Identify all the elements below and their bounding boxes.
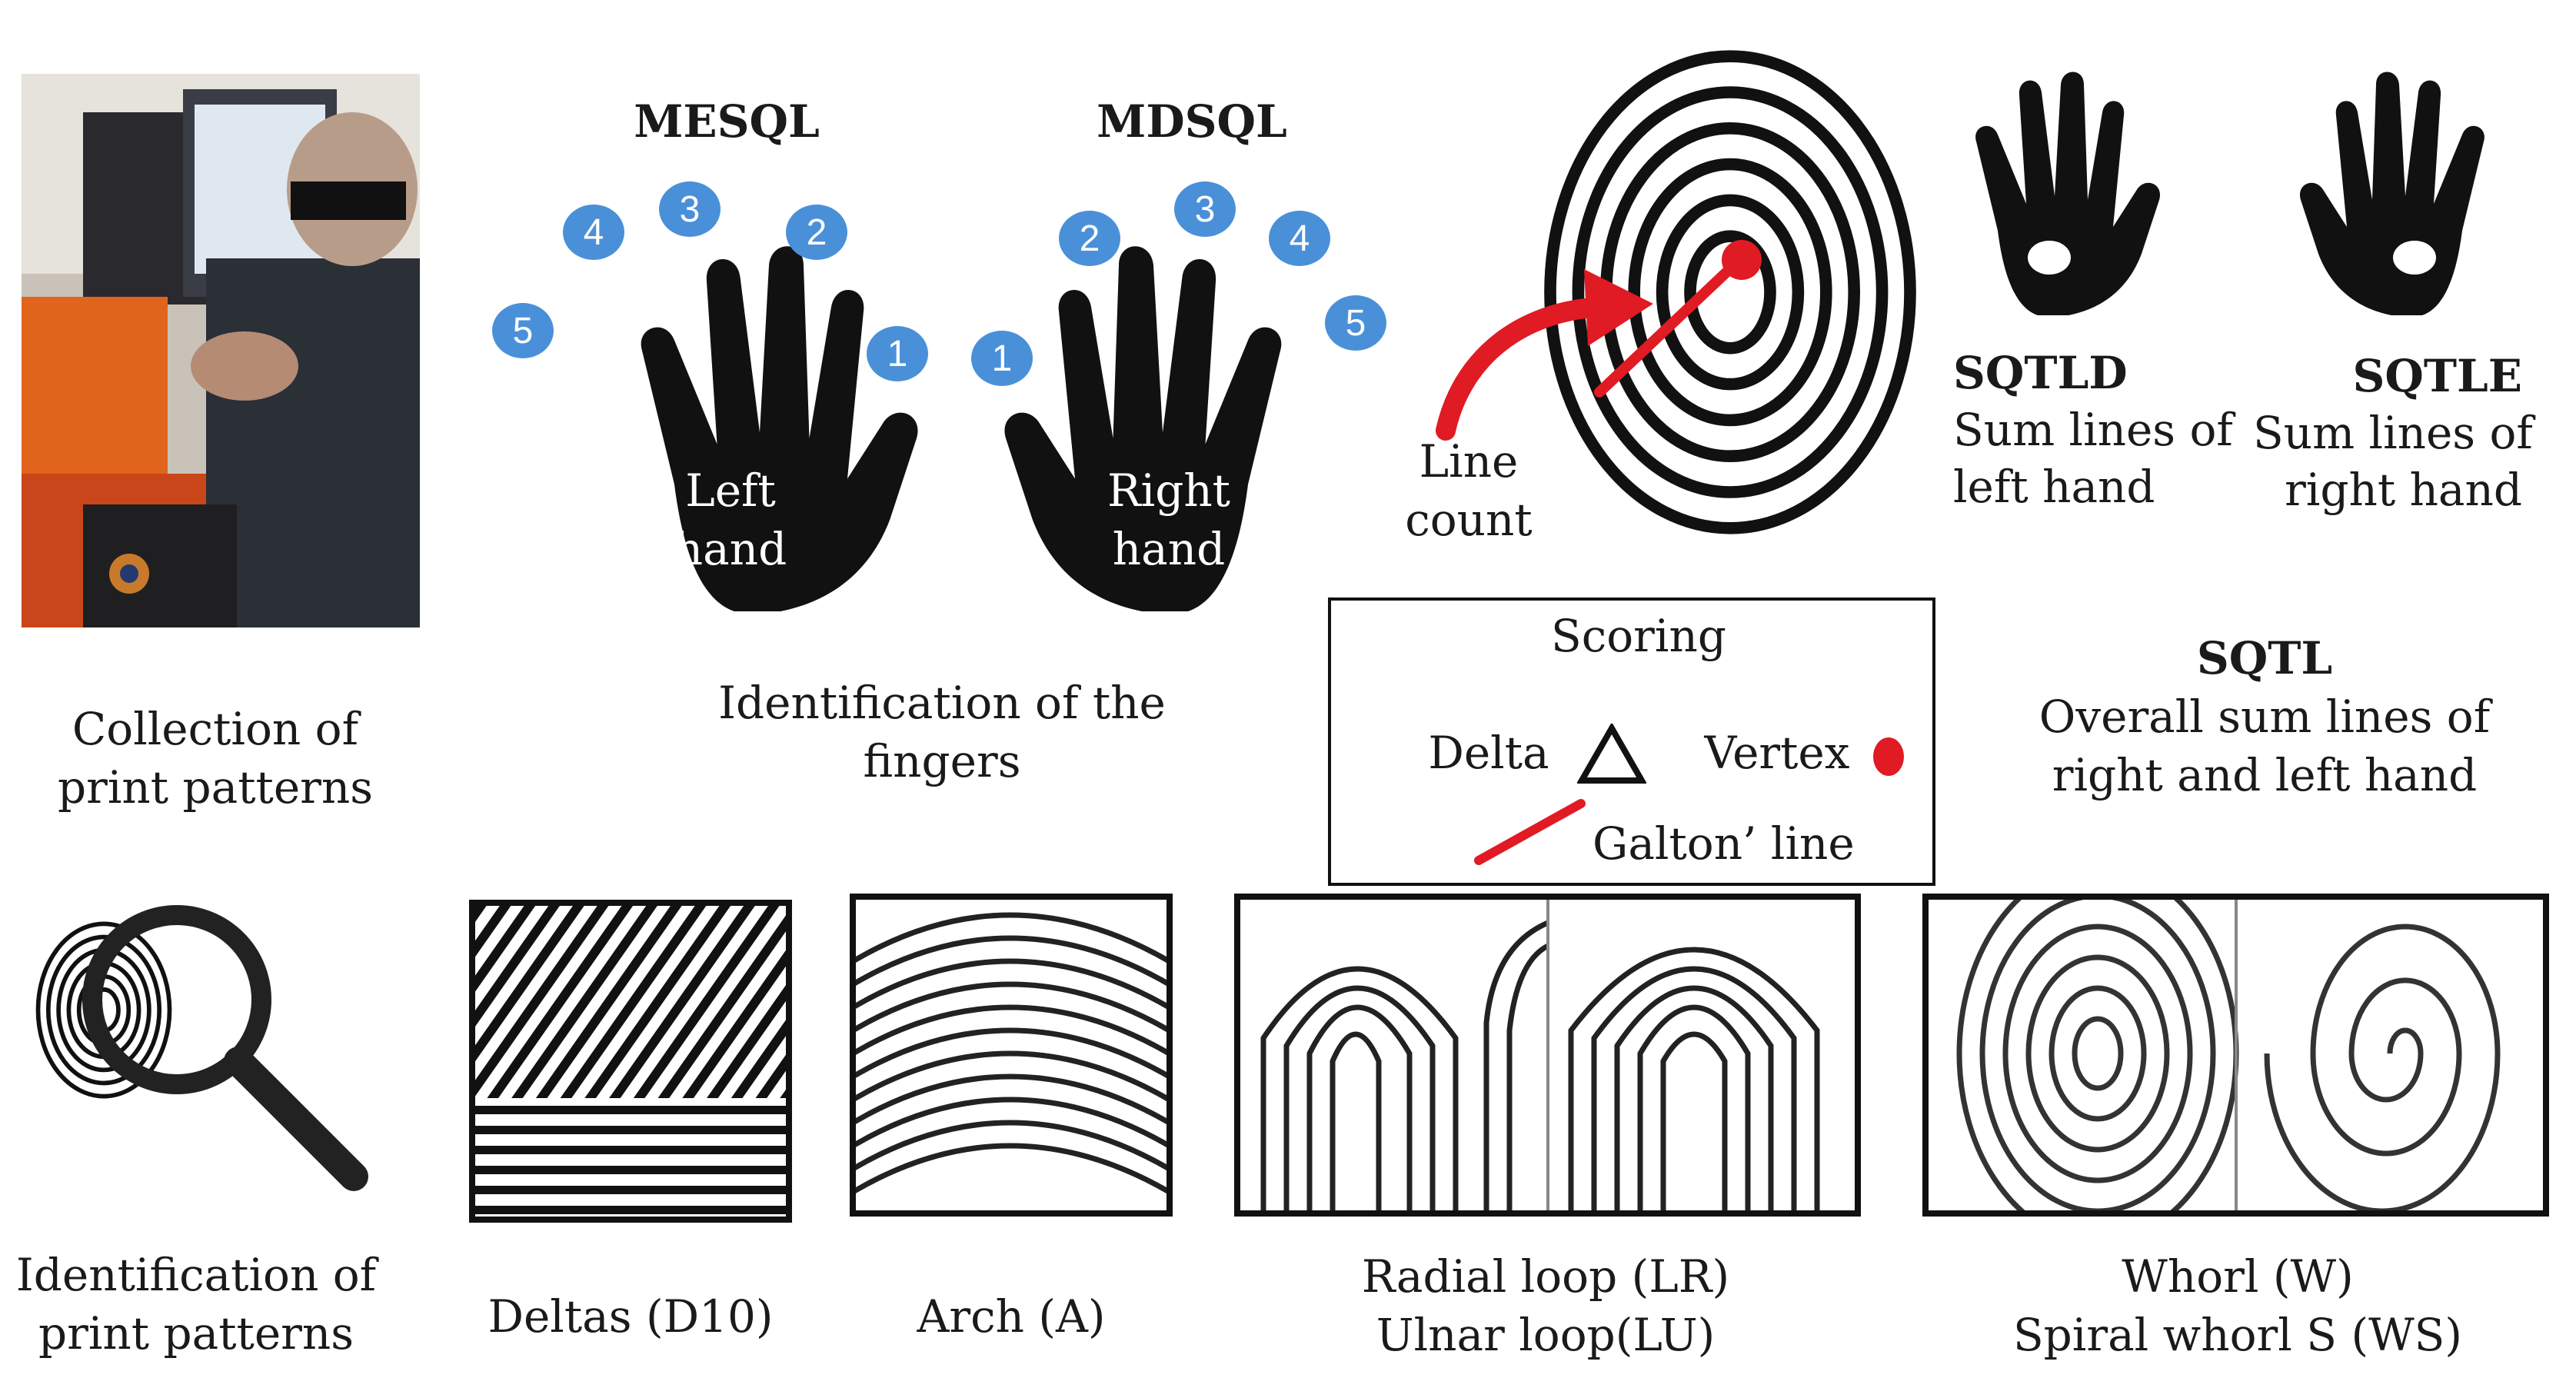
- finger-badge: [786, 205, 847, 260]
- galton-line-label: Galton’ line: [1593, 817, 1855, 870]
- vertex-label: Vertex: [1704, 727, 1850, 779]
- galton-line-legend-icon: [1474, 799, 1586, 865]
- sqtl-block: SQTL Overall sum lines of right and left…: [1999, 629, 2530, 804]
- finger-badge-number: 4: [584, 212, 604, 253]
- pattern-label-whorls: Whorl (W)Spiral whorl S (WS): [2012, 1250, 2463, 1361]
- whorl-pattern-image: [1922, 894, 2549, 1217]
- sqtld-desc-line: Sum lines of: [1953, 404, 2233, 456]
- vertex-dot: [1722, 240, 1762, 280]
- finger-badge: [1174, 181, 1236, 237]
- left-hand-code: MESQL: [634, 95, 820, 148]
- finger-badge: [1059, 211, 1120, 266]
- line-count-arrow-icon: [1436, 269, 1653, 441]
- finger-badge: [659, 181, 721, 237]
- finger-badge: [563, 205, 624, 260]
- pattern-label-arch: Arch (A): [917, 1290, 1106, 1343]
- sqtld-desc-line: left hand: [1953, 461, 2155, 513]
- finger-badge-number: 3: [680, 189, 701, 230]
- left-finger-badges: 5 4 3 2 1: [492, 181, 928, 381]
- deltas-pattern-image: [469, 900, 792, 1223]
- right-finger-badges: 1 2 3 4 5: [971, 181, 1386, 386]
- loop-pattern-image: [1234, 894, 1861, 1217]
- sqtle-code: SQTLE: [2352, 350, 2522, 402]
- sqtle-block: SQTLE Sum lines of right hand: [2253, 348, 2533, 518]
- sqtl-desc-line: right and left hand: [2052, 749, 2478, 801]
- finger-badge: [1269, 211, 1330, 266]
- collection-photo: [22, 74, 420, 627]
- left-handprint-icon: [1915, 62, 2176, 323]
- right-handprint-icon: [2284, 62, 2545, 323]
- sqtle-desc-line: Sum lines of: [2253, 407, 2533, 459]
- finger-badge-number: 1: [887, 334, 908, 374]
- scoring-title: Scoring: [1551, 610, 1726, 662]
- right-hand-code: MDSQL: [1097, 95, 1287, 148]
- pattern-label-loops: Radial loop (LR)Ulnar loop(LU): [1361, 1250, 1730, 1361]
- sqtld-code: SQTLD: [1953, 347, 2128, 399]
- delta-label: Delta: [1428, 727, 1549, 779]
- finger-badge-number: 5: [513, 311, 534, 351]
- finger-badge: [867, 326, 928, 381]
- sqtl-desc-line: Overall sum lines of: [2039, 691, 2491, 743]
- arch-pattern-image: [850, 894, 1173, 1217]
- delta-triangle-icon: [1577, 724, 1646, 784]
- vertex-dot-icon: [1873, 737, 1904, 776]
- finger-badge-number: 1: [992, 338, 1013, 379]
- finger-badge-number: 3: [1195, 189, 1216, 230]
- magnifier-fingerprint-icon: [15, 905, 368, 1191]
- finger-badge-number: 4: [1290, 218, 1310, 259]
- finger-badge: [1325, 295, 1386, 351]
- galton-line-icon: [1594, 240, 1762, 398]
- finger-badge-number: 2: [807, 212, 827, 253]
- finger-badge-number: 5: [1346, 303, 1366, 344]
- pattern-label-deltas: Deltas (D10): [488, 1290, 774, 1343]
- sqtle-desc-line: right hand: [2285, 464, 2522, 516]
- finger-badge: [971, 331, 1033, 386]
- sqtld-block: SQTLD Sum lines of left hand: [1953, 345, 2233, 515]
- finger-badge-number: 2: [1080, 218, 1100, 259]
- scoring-legend: Scoring Delta Vertex Galton’ line: [1328, 597, 1935, 886]
- finger-badge: [492, 303, 554, 358]
- sqtl-code: SQTL: [2196, 632, 2333, 684]
